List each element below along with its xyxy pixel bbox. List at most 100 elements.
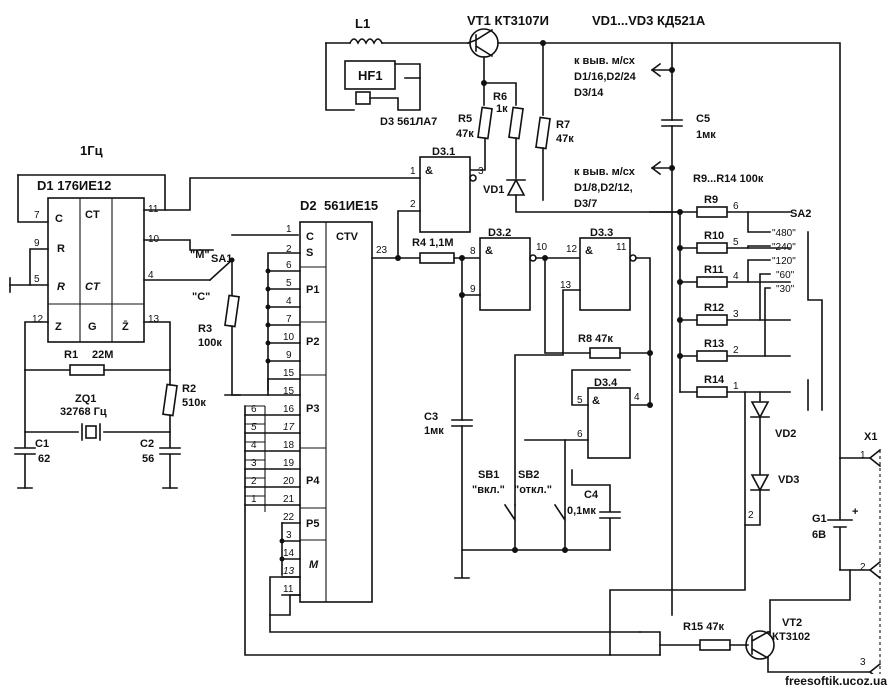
capacitor-c4: C4 0,1мк: [567, 469, 621, 551]
vt2-value: КТ3102: [772, 631, 810, 643]
d1-pin: CT: [85, 281, 101, 293]
r2-label: R2: [182, 383, 196, 395]
d1-pin: Z: [55, 321, 62, 333]
sa2-pos-120: "120": [772, 256, 796, 267]
and-sign: &: [592, 395, 600, 407]
d3-2-label: D3.2: [488, 227, 511, 239]
g1-value: 6В: [812, 529, 826, 541]
pin-num: 12: [566, 244, 578, 255]
d1-pin: G: [88, 321, 97, 333]
switch-sa1: "M" SA1 "C": [190, 249, 235, 303]
r9-r14-label: R9...R14 100к: [693, 173, 764, 185]
plus-sign: +: [852, 506, 858, 518]
ref2-c: D3/7: [574, 198, 597, 210]
pin-num: 20: [283, 476, 295, 487]
button-sb1: SB1 "вкл.": [472, 469, 517, 551]
x1-pin-2: 2: [860, 562, 866, 573]
resistor-r4: R4 1,1M: [412, 237, 455, 264]
d2-pin: P4: [306, 475, 320, 487]
x1-label: X1: [864, 431, 877, 443]
d2-pin: P2: [306, 336, 319, 348]
pin-num: 2: [748, 510, 754, 521]
pos-num: 5: [733, 237, 739, 248]
pin-num: 6: [286, 260, 292, 271]
input-level: 4: [251, 440, 257, 451]
pin-num: 15: [283, 368, 295, 379]
pin-num: 3: [286, 530, 292, 541]
ref2-b: D1/8,D2/12,: [574, 182, 633, 194]
c4-value: 0,1мк: [567, 505, 596, 517]
vd3-label: VD3: [778, 474, 799, 486]
connector-x1: X1 1 2 3: [860, 431, 882, 682]
c2-value: 56: [142, 453, 154, 465]
r7-value: 47к: [556, 133, 574, 145]
d3-4-label: D3.4: [594, 377, 618, 389]
r12-label: R12: [704, 302, 724, 314]
mode-c-label: "C": [192, 291, 210, 303]
pos-num: 6: [733, 201, 739, 212]
sb2-label: SB2: [518, 469, 539, 481]
inductor-l1: L1: [325, 16, 471, 45]
sb1-label: SB1: [478, 469, 499, 481]
resistor-ladder: R9 R10 R11 R12 R13 R14 6 5 4 3 2 1: [677, 194, 791, 398]
gate-d3-2: D3.2 & 8 9 10: [470, 227, 548, 311]
sa2-pos-240: "240": [772, 242, 796, 253]
r2-value: 510к: [182, 397, 206, 409]
input-level: 6: [251, 404, 257, 415]
r9-label: R9: [704, 194, 718, 206]
capacitor-c1: C1 62: [14, 431, 50, 489]
d1-pin: Z̄: [122, 321, 129, 333]
pin-num: 23: [376, 245, 388, 256]
vd2-label: VD2: [775, 428, 796, 440]
pin-num: 9: [34, 238, 40, 249]
sb1-value: "вкл.": [472, 484, 505, 496]
button-sb2: SB2 "откл.": [514, 439, 567, 551]
c5-value: 1мк: [696, 129, 716, 141]
gate-d3-4: D3.4 & 5 6 4: [577, 377, 640, 459]
d3-type-label: D3 561ЛА7: [380, 116, 437, 128]
r6-label: R6: [493, 91, 507, 103]
zq1-label: ZQ1: [75, 393, 96, 405]
pin-num: 10: [536, 242, 548, 253]
input-level: 1: [251, 494, 257, 505]
pin-num: 15: [283, 386, 295, 397]
diode-vd2: VD2: [750, 401, 796, 440]
and-sign: &: [425, 165, 433, 177]
d3-1-label: D3.1: [432, 146, 455, 158]
pin-num: 19: [283, 458, 295, 469]
battery-g1: G1 6В +: [812, 457, 858, 571]
resistor-r3: R3 100к: [198, 294, 240, 349]
pos-num: 3: [733, 309, 739, 320]
pin-num: 1: [286, 224, 292, 235]
zq1-value: 32768 Гц: [60, 406, 107, 418]
c1-value: 62: [38, 453, 50, 465]
r8-label: R8 47к: [578, 333, 613, 345]
d2-pin: P5: [306, 518, 319, 530]
pin-num: 3: [478, 166, 484, 177]
pin-num: 9: [286, 350, 292, 361]
diode-vd1: VD1: [483, 178, 526, 196]
pin-num: 16: [283, 404, 295, 415]
pin-num: 8: [470, 246, 476, 257]
pin-num: 13: [148, 314, 160, 325]
pin-num: 5: [577, 395, 583, 406]
sa2-pos-30: "30": [776, 284, 795, 295]
d1-pin: CT: [85, 209, 100, 221]
switch-sa2: SA2 "480" "240" "120" "60" "30": [747, 208, 823, 411]
c3-label: C3: [424, 411, 438, 423]
and-sign: &: [485, 245, 493, 257]
d2-pin: S: [306, 247, 313, 259]
sa2-pos-480: "480": [772, 228, 796, 239]
pin-num: 4: [148, 270, 154, 281]
d2-pin-column: 1 2 6 5 4 7 10 9 15 15 16 17 18 19 20 21…: [283, 224, 295, 595]
chip-d2: CTV C S P1 P2 P3 P4 P5 M: [299, 221, 373, 603]
c3-value: 1мк: [424, 425, 444, 437]
r14-label: R14: [704, 374, 725, 386]
hf1-label: HF1: [358, 68, 383, 83]
pin-num: 11: [283, 584, 294, 595]
buzzer-hf1: HF1: [344, 60, 396, 105]
pin-num: 4: [286, 296, 292, 307]
capacitor-c3: C3 1мк: [424, 411, 473, 437]
mode-m-label: "M": [190, 249, 210, 261]
and-sign: &: [585, 245, 593, 257]
